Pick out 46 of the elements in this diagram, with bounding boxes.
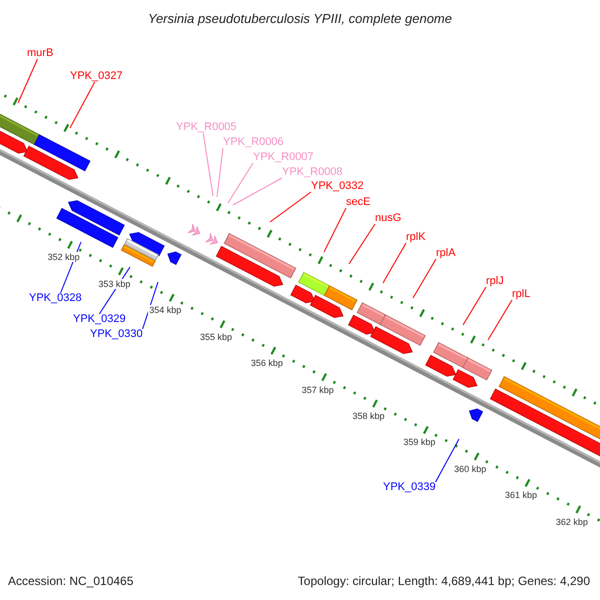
leader-line [462,286,486,326]
scale-label: 353 kbp [97,278,132,289]
scale-label: 357 kbp [300,384,335,395]
scale-label: 355 kbp [199,332,234,342]
leader-line [228,162,254,204]
gene-label: YPK_R0007 [253,152,314,163]
gene-label: YPK_0332 [311,181,364,192]
gene-label: rplL [512,289,530,300]
leader-line [348,224,376,264]
leader-line [142,282,158,330]
scale-label: 352 kbp [46,252,81,262]
scale-label: 356 kbp [250,358,284,368]
gene-label: YPK_0329 [73,314,126,325]
scale-label: 362 kbp [554,516,589,527]
leader-line [382,242,406,284]
gene-label: nusG [375,213,402,224]
leader-line [18,58,38,104]
gene-label: secE [346,197,370,208]
scale-label: 359 kbp [402,437,436,448]
footer-text: Accession: NC_010465 [8,575,134,588]
gene-label: murB [27,48,54,59]
scale-label: 361 kbp [504,490,538,500]
leader-line [202,132,214,196]
footer-text: Topology: circular; Length: 4,689,441 bp; Genes: 4,290 [298,575,590,588]
leader-line [70,82,96,128]
leader-line [216,148,224,198]
gene-label: YPK_R0005 [176,122,237,133]
leader-line [435,438,460,482]
leader-line [270,192,312,222]
gene-label: rplK [406,232,426,243]
leader-line [488,300,512,340]
gene-label: YPK_0339 [383,482,436,493]
gene-label: YPK_R0006 [223,137,284,148]
gene-label: rplJ [486,276,504,287]
scale-label: 354 kbp [148,305,182,316]
scale-label: 360 kbp [453,464,488,474]
leader-line [232,178,282,206]
gene-label: YPK_R0008 [282,167,343,178]
gene-label: YPK_0330 [90,329,143,340]
title: Yersinia pseudotuberculosis YPIII, complete genome [147,11,453,26]
gene-label: YPK_0328 [29,293,82,304]
leader-line [412,258,436,298]
gene-label: rplA [436,248,456,259]
leader-line [324,208,346,252]
scale-label: 358 kbp [352,411,386,421]
gene-label: YPK_0327 [70,71,123,82]
